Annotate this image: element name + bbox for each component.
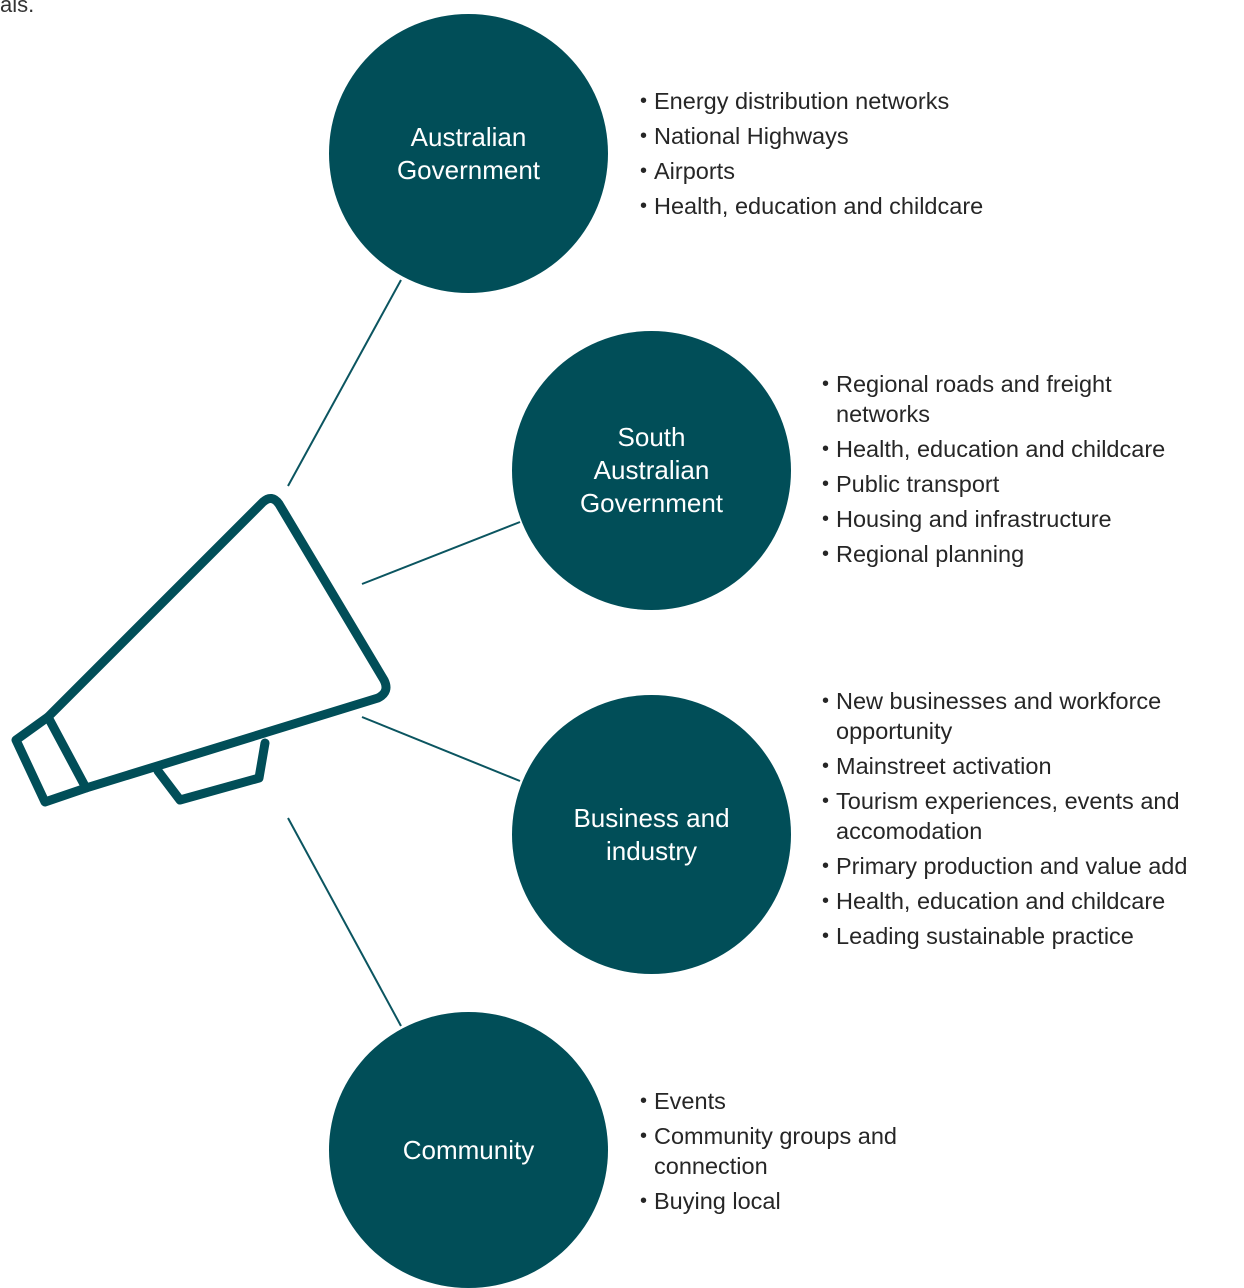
list-item: Housing and infrastructure — [822, 504, 1232, 534]
list-item: Public transport — [822, 469, 1232, 499]
connector-line-community — [287, 817, 402, 1027]
bullet-list-community: Events Community groups and connection B… — [640, 1086, 940, 1221]
bullet-list-australian-government: Energy distribution networks National Hi… — [640, 86, 1060, 226]
node-south-australian-government: South Australian Government — [512, 331, 791, 610]
node-label: Australian Government — [396, 121, 541, 185]
list-item: National Highways — [640, 121, 1060, 151]
list-item: Health, education and childcare — [822, 434, 1232, 464]
list-item: Health, education and childcare — [640, 191, 1060, 221]
connector-line-australian-government — [287, 279, 402, 487]
connector-line-south-australian-government — [361, 521, 521, 585]
list-item: Events — [640, 1086, 940, 1116]
list-item: Health, education and childcare — [822, 886, 1234, 916]
list-item: Energy distribution networks — [640, 86, 1060, 116]
node-label: South Australian Government — [579, 422, 724, 518]
node-australian-government: Australian Government — [329, 14, 608, 293]
node-business-and-industry: Business and industry — [512, 695, 791, 974]
list-item: Tourism experiences, events and accomoda… — [822, 786, 1234, 846]
bullet-list-south-australian-government: Regional roads and freight networks Heal… — [822, 369, 1232, 574]
connector-line-business-and-industry — [361, 716, 521, 782]
node-label: Community — [402, 1134, 535, 1165]
bullet-list-business-and-industry: New businesses and workforce opportunity… — [822, 686, 1234, 956]
list-item: Regional roads and freight networks — [822, 369, 1166, 429]
node-label: Business and industry — [573, 802, 730, 866]
node-community: Community — [329, 1012, 608, 1288]
list-item: Mainstreet activation — [822, 751, 1234, 781]
list-item: Airports — [640, 156, 1060, 186]
list-item: New businesses and workforce opportunity — [822, 686, 1234, 746]
header-text-fragment: als. — [0, 0, 35, 17]
list-item: Regional planning — [822, 539, 1232, 569]
megaphone-icon — [11, 494, 391, 807]
list-item: Primary production and value add — [822, 851, 1206, 881]
list-item: Leading sustainable practice — [822, 921, 1234, 951]
list-item: Buying local — [640, 1186, 940, 1216]
list-item: Community groups and connection — [640, 1121, 940, 1181]
